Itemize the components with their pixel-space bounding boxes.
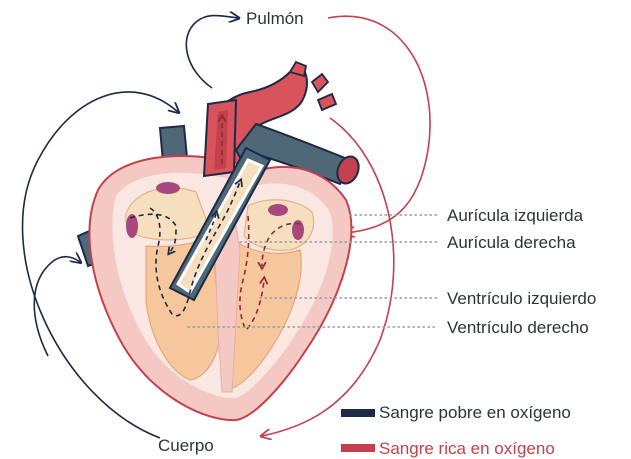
- aorta-branch: [312, 74, 328, 92]
- legend: Sangre pobre en oxígeno Sangre rica en o…: [341, 403, 571, 458]
- legend-label-oxygen-poor: Sangre pobre en oxígeno: [379, 403, 571, 422]
- aorta-branch: [318, 94, 336, 110]
- label-lung: Pulmón: [246, 9, 304, 28]
- arrow-body-to-heart-lower: [34, 257, 80, 356]
- arrow-heart-to-lung: [186, 16, 238, 89]
- label-body: Cuerpo: [158, 436, 214, 455]
- valve: [156, 182, 180, 194]
- label-right-ventricle: Ventrículo derecho: [447, 318, 589, 337]
- legend-label-oxygen-rich: Sangre rica en oxígeno: [379, 439, 555, 458]
- valve: [268, 204, 288, 216]
- label-left-ventricle: Ventrículo izquierdo: [447, 289, 596, 308]
- label-left-atrium: Aurícula izquierda: [447, 206, 584, 225]
- legend-swatch-oxygen-rich: [341, 444, 375, 452]
- legend-swatch-oxygen-poor: [341, 409, 375, 417]
- label-right-atrium: Aurícula derecha: [447, 233, 576, 252]
